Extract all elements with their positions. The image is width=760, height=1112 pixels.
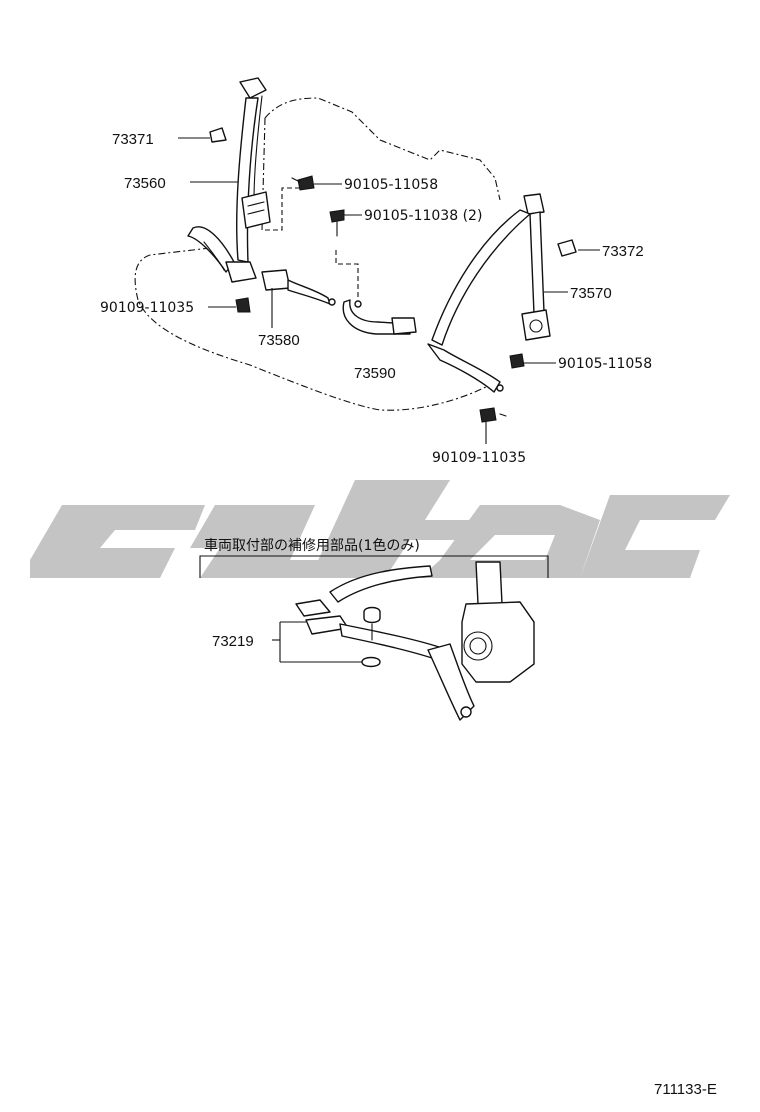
bolt-90105-11058-a: [291, 175, 315, 191]
label-73219: 73219: [212, 633, 254, 650]
label-90109-11035-b: 90109-11035: [432, 450, 526, 466]
repair-note-bracket: 車両取付部の補修用部品(1色のみ): [199, 537, 549, 578]
bolt-90105-11038: [329, 209, 345, 237]
seat-outline: [134, 97, 501, 411]
label-73371: 73371: [112, 131, 154, 148]
center-buckle: [262, 187, 417, 335]
label-73219-group: 73219: [212, 621, 362, 663]
bolt-90109-11035-a: [235, 297, 251, 313]
leader-lines: [178, 137, 600, 444]
label-73580: 73580: [258, 332, 300, 349]
right-belt-assembly: [427, 193, 551, 393]
label-73372: 73372: [602, 243, 644, 260]
clip-73372: [557, 239, 577, 257]
fasteners: [209, 127, 577, 423]
diagram-id: 711133-E: [654, 1081, 717, 1098]
watermark-logo: [30, 480, 730, 578]
label-73560: 73560: [124, 175, 166, 192]
label-73590: 73590: [354, 365, 396, 382]
bolt-73371-clip: [209, 127, 227, 143]
label-90109-11035-a: 90109-11035: [100, 300, 194, 316]
label-90105-11058-a: 90105-11058: [344, 177, 438, 193]
left-buckle-73580: [261, 269, 336, 306]
lower-detail-retractor: [295, 561, 535, 721]
part-labels-upper: 73371 73560 90105-11058 90105-11038 (2) …: [100, 131, 652, 466]
left-belt-assembly: [187, 77, 271, 283]
label-90105-11058-b: 90105-11058: [558, 356, 652, 372]
bolt-90109-11035-b: [479, 407, 507, 423]
label-73570: 73570: [570, 285, 612, 302]
label-90105-11038: 90105-11038 (2): [364, 208, 482, 224]
repair-note-jp: 車両取付部の補修用部品(1色のみ): [204, 537, 420, 554]
bolt-90105-11058-b: [509, 353, 525, 369]
